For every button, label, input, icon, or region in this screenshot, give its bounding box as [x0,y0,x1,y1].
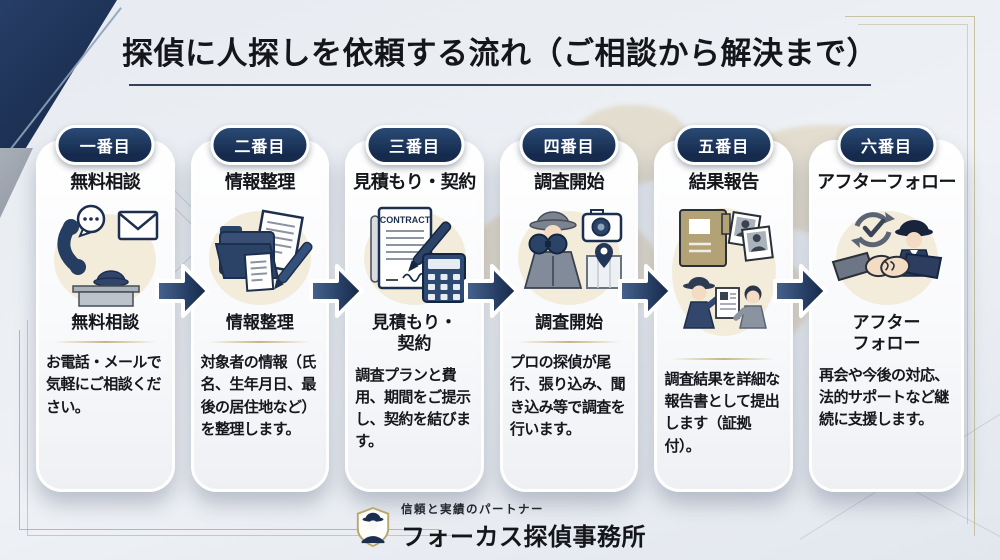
next-step-arrow-icon [463,256,521,326]
step-description: 調査結果を詳細な報告書として提出します（証拠付）。 [664,371,780,455]
step-title: 結果報告 [688,172,760,192]
step-card-4: 四番目 調査開始 調査開始 [499,125,674,492]
phone-mail-desk-illustration [54,204,159,307]
next-step-arrow-icon [617,256,675,326]
next-step-arrow-icon [154,256,212,326]
step-subtitle: 調査開始 [535,313,604,332]
step-badge: 三番目 [365,125,465,165]
footer: 信頼と実績のパートナー フォーカス探偵事務所 [0,501,1000,552]
detective-binoculars-camera-map-illustration [518,209,623,305]
folder-documents-pen-illustration [208,209,313,305]
step-subtitle: 無料相談 [71,313,140,332]
contract-pen-calculator-illustration: CONTRACT [363,206,466,305]
frame-line-decoration [27,320,457,536]
frame-line-decoration [858,24,968,524]
step-description: プロの探偵が尾行、張り込み、聞き込み等で調査を行います。 [509,354,626,438]
step-title: 無料相談 [70,172,141,192]
step-title: 情報整理 [224,172,296,192]
divider [517,341,621,344]
frame-line-decoration [19,330,439,530]
handshake-cycle-detective-illustration [831,211,942,305]
step-subtitle: 情報整理 [225,313,294,332]
step-card-3: 三番目 見積もり・契約 CONTRACT 見積もり・ 契約 調査プラ [345,125,519,492]
step-card-5: 五番目 結果報告 [654,125,829,492]
header: 探偵に人探しを依頼する流れ（ご相談から解決まで） [0,28,1000,86]
step-title: 調査開始 [534,172,605,192]
divider [208,341,312,344]
step-card-1: 一番目 無料相談 無料相談 お電話・メールで気軽にご相談ください。 [36,125,210,492]
svg-text:CONTRACT: CONTRACT [379,215,430,225]
next-step-arrow-icon [308,256,366,326]
step-title: 見積もり・契約 [353,172,476,192]
step-description: お電話・メールで気軽にご相談ください。 [46,354,162,416]
page-title: 探偵に人探しを依頼する流れ（ご相談から解決まで） [122,36,878,71]
step-badge: 四番目 [519,125,619,165]
steps-row: 一番目 無料相談 無料相談 お電話・メールで気軽にご相談ください。 [36,125,964,492]
next-step-arrow-icon [772,256,830,326]
step-badge: 二番目 [210,125,310,165]
detective-shield-logo-icon [356,506,390,547]
step-badge: 六番目 [836,125,937,165]
footer-tagline: 信頼と実績のパートナー [401,504,544,516]
step-description: 再会や今後の対応、法的サポートなど継続に支援します。 [819,366,949,428]
step-title: アフターフォロー [817,172,956,192]
divider [672,358,776,360]
step-card-6: 六番目 アフターフォロー [809,125,964,492]
step-badge: 五番目 [674,125,774,165]
report-book-photos-people-illustration [671,208,776,336]
footer-company-name: フォーカス探偵事務所 [401,524,646,551]
step-badge: 一番目 [55,125,155,165]
divider [53,341,157,344]
step-description: 調査プランと費用、期間をご提示し、契約を結びます。 [355,366,471,451]
step-card-2: 二番目 情報整理 情報整理 対象者の情報（氏名、生年月日、最後の居住地など）を整… [190,125,365,492]
step-subtitle: アフター フォロー [852,313,921,354]
step-description: 対象者の情報（氏名、生年月日、最後の居住地など）を整理します。 [200,354,317,438]
frame-line-decoration [845,16,975,536]
title-underline [129,84,871,86]
step-subtitle: 見積もり・ 契約 [372,313,458,354]
